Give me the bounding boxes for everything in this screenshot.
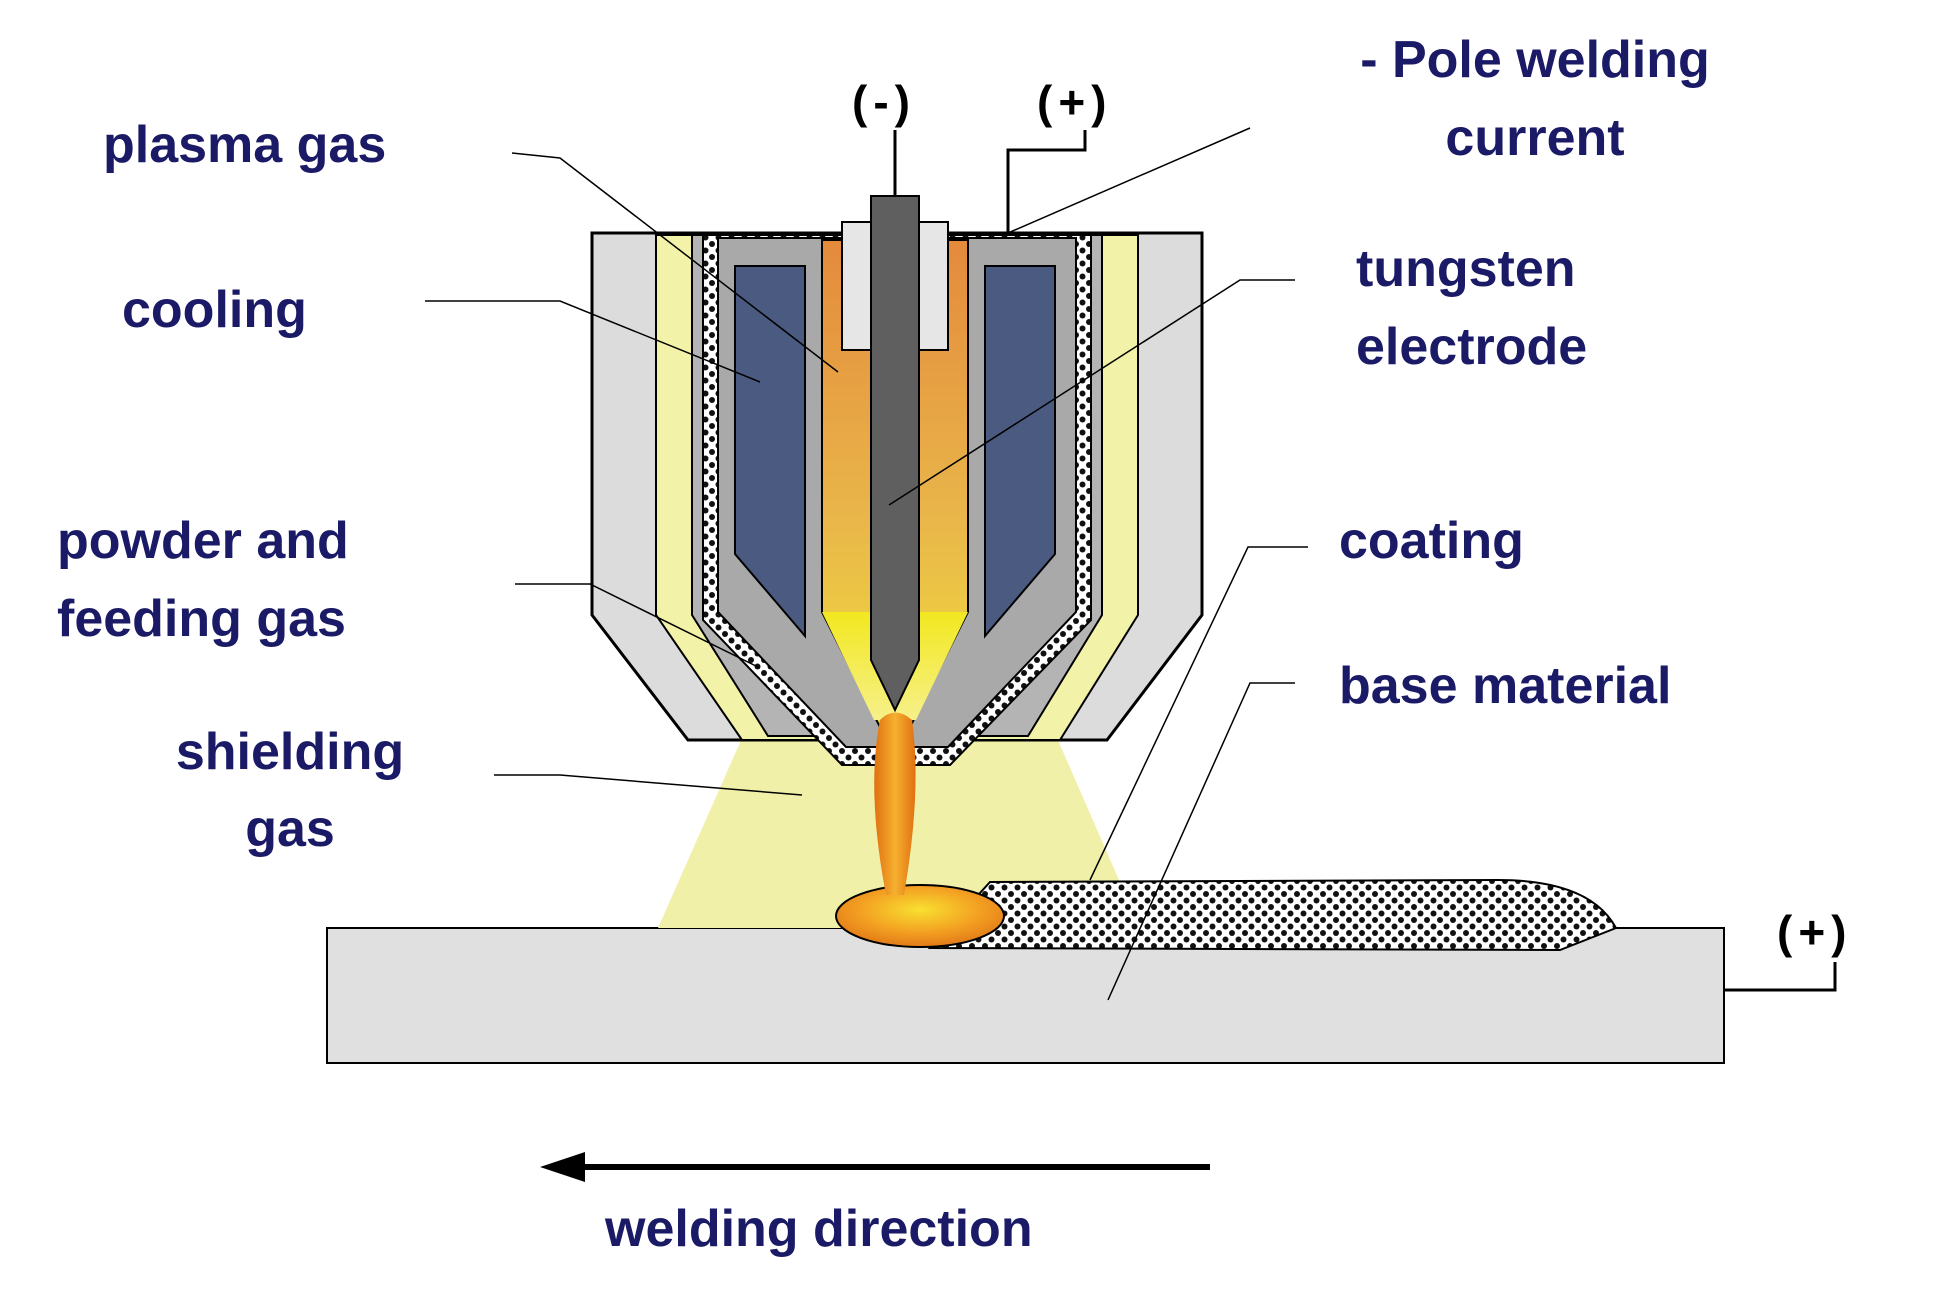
label-welding-direction: welding direction <box>605 1200 1033 1258</box>
plasma-jet <box>874 712 916 895</box>
cooling-chamber-left <box>734 265 806 639</box>
label-pole-welding: - Pole welding <box>1360 31 1710 89</box>
label-current: current <box>1445 109 1625 167</box>
torch-positive-wire <box>1006 130 1087 233</box>
coating-bead <box>927 878 1618 952</box>
negative-pole-label: (-) <box>852 76 916 128</box>
leader-powder-feeding-gas <box>515 583 761 669</box>
leader-plasma-gas <box>511 152 839 373</box>
label-shielding-gas-2: gas <box>245 800 335 858</box>
label-electrode: electrode <box>1356 318 1588 376</box>
leader-coating <box>1089 546 1308 881</box>
welding-direction-arrow-head <box>540 1152 585 1182</box>
torch-positive-pole-label: (+) <box>1037 76 1113 128</box>
workpiece-positive-pole-label: (+) <box>1777 906 1853 958</box>
label-powder-and: powder and <box>57 512 349 570</box>
cooling-chamber-right <box>984 265 1056 639</box>
label-tungsten: tungsten <box>1356 240 1576 298</box>
leader-cooling <box>425 300 761 383</box>
label-shielding: shielding <box>175 723 405 781</box>
tungsten-electrode <box>870 195 920 713</box>
weld-pool <box>835 884 1005 948</box>
leader-tungsten-electrode <box>888 279 1295 506</box>
label-plasma-gas: plasma gas <box>103 116 387 174</box>
label-feeding-gas: feeding gas <box>57 590 346 648</box>
label-base-material: base material <box>1339 657 1672 715</box>
label-cooling: cooling <box>122 281 307 339</box>
leader-pole-welding-current <box>1007 127 1251 234</box>
workpiece-positive-wire <box>1724 962 1837 992</box>
leader-shielding-gas <box>494 774 803 796</box>
label-coating: coating <box>1339 512 1524 570</box>
leader-base-material <box>1107 682 1295 1001</box>
